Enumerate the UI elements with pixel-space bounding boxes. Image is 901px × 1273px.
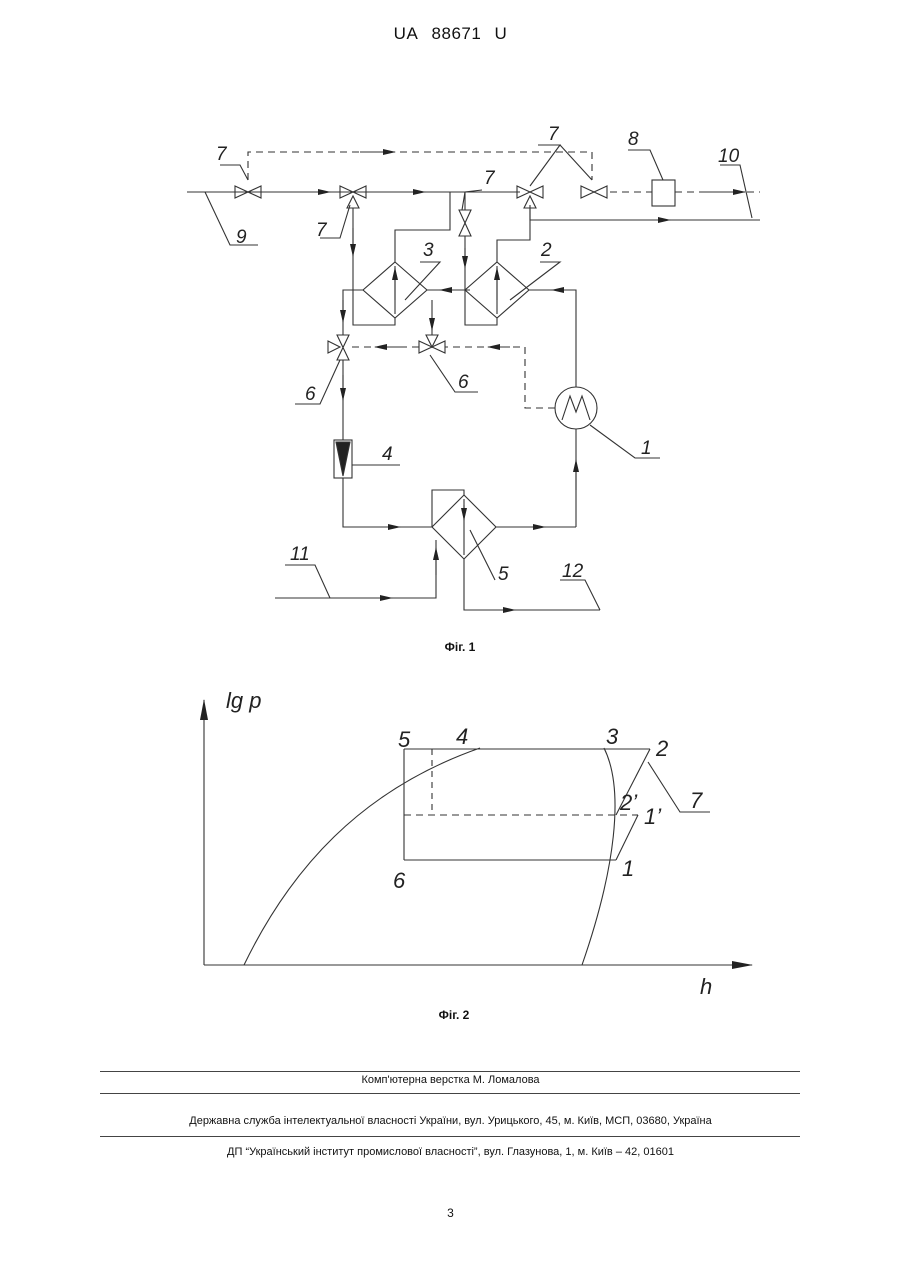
- label-6-mid: 6: [458, 372, 469, 393]
- label-5: 5: [498, 564, 509, 585]
- valve-7-vertical: [459, 210, 471, 236]
- valve-7-right-b: [581, 186, 607, 198]
- figure-1-schematic: 7 7 7 7 8 10 9 3 2 6 6 1 4 5 11 12: [0, 0, 901, 640]
- typesetting-credit: Комп'ютерна верстка М. Ломалова: [0, 1074, 901, 1086]
- leader-line: [295, 360, 340, 404]
- point-7-label: 7: [690, 788, 703, 813]
- leader-line: [430, 355, 478, 392]
- leader-line: [530, 145, 560, 186]
- label-4: 4: [382, 444, 393, 465]
- divider: [100, 1071, 800, 1072]
- compressor-1: [555, 387, 597, 429]
- label-7-right: 7: [548, 124, 560, 145]
- point-6-label: 6: [393, 868, 406, 893]
- label-7-left: 7: [216, 144, 228, 165]
- pipe: [343, 478, 432, 527]
- institute-address: ДП “Український інститут промислової вла…: [0, 1146, 901, 1158]
- pipe: [529, 290, 576, 400]
- agency-address: Державна служба інтелектуальної власност…: [0, 1115, 901, 1127]
- label-12: 12: [562, 561, 584, 582]
- divider: [100, 1136, 800, 1137]
- point-1prime-label: 1’: [644, 804, 662, 829]
- leader-line: [628, 150, 663, 180]
- dashed-bypass-line: [248, 152, 592, 180]
- valve-actuator: [328, 341, 340, 353]
- leader-line: [205, 192, 258, 245]
- figure-2-caption: Фіг. 2: [404, 1008, 504, 1022]
- saturated-liquid-curve: [244, 748, 480, 965]
- leader-line: [560, 145, 592, 180]
- point-1-label: 1: [622, 856, 634, 881]
- label-10: 10: [718, 146, 740, 167]
- leader-line: [285, 565, 330, 598]
- label-1: 1: [641, 438, 652, 459]
- label-7-mid: 7: [316, 220, 328, 241]
- label-6-left: 6: [305, 384, 316, 405]
- label-9: 9: [236, 227, 247, 248]
- figure-1-caption: Фіг. 1: [410, 640, 510, 654]
- label-2: 2: [540, 240, 552, 261]
- saturated-vapor-curve: [582, 748, 615, 965]
- point-2prime-label: 2’: [619, 790, 638, 815]
- unit-8-box: [652, 180, 675, 206]
- label-8: 8: [628, 129, 639, 150]
- leader-line: [220, 165, 248, 180]
- label-11: 11: [290, 544, 310, 565]
- valve-actuator: [347, 196, 359, 208]
- axis-label-h: h: [700, 974, 712, 999]
- outlet-line: [530, 205, 760, 220]
- point-2-label: 2: [655, 736, 668, 761]
- compression-line-1: [616, 815, 638, 860]
- label-7-bypass: 7: [484, 168, 496, 189]
- figure-2-lgp-h-diagram: lg p h 5 4 3 2 2’ 1’ 7 6 1: [0, 670, 901, 1010]
- axis-label-lgp: lg p: [226, 688, 261, 713]
- point-5-label: 5: [398, 727, 411, 752]
- pipe: [497, 205, 530, 262]
- divider: [100, 1093, 800, 1094]
- page-number: 3: [0, 1206, 901, 1220]
- leader-line: [560, 580, 600, 610]
- label-3: 3: [423, 240, 434, 261]
- point-3-label: 3: [606, 724, 619, 749]
- point-4-label: 4: [456, 724, 468, 749]
